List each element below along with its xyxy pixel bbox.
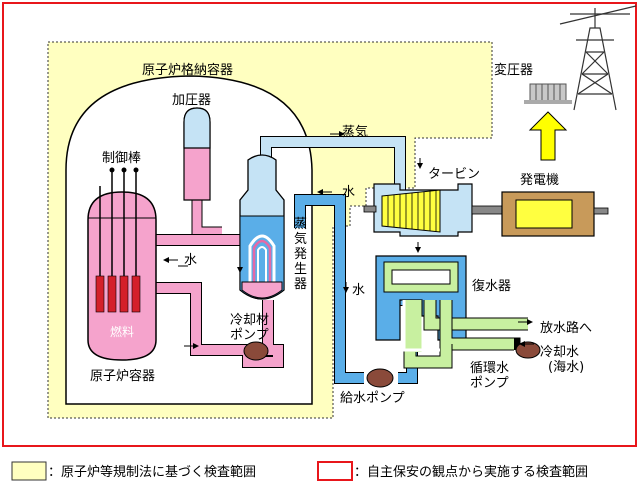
condenser-label: 復水器: [472, 278, 511, 294]
cooling-water-label-1: 冷却水: [540, 345, 579, 360]
reactor-vessel: [87, 167, 157, 361]
circulating-pump-label-2: ポンプ: [470, 376, 509, 391]
sg-char: 蒸: [294, 217, 307, 232]
containment-vessel-label: 原子炉格納容器: [142, 62, 233, 78]
control-rod-label: 制御棒: [102, 151, 141, 166]
power-up-arrow: [528, 111, 568, 161]
turbine: [363, 183, 503, 237]
pressurizer-label: 加圧器: [172, 93, 211, 108]
condenser: [375, 255, 528, 369]
legend: ：原子炉等規制法に基づく検査範囲 ：自主保安の観点から実施する検査範囲: [11, 461, 588, 481]
steam-generator-label: 蒸 気 発 生 器: [294, 217, 311, 292]
coolant-pump-label-1: 冷却材: [230, 313, 269, 328]
circulating-pump-label-1: 循環水: [470, 361, 509, 376]
legend-red-text: ：自主保安の観点から実施する検査範囲: [354, 464, 588, 480]
legend-yellow-text: ：原子炉等規制法に基づく検査範囲: [48, 464, 256, 480]
transformer-label: 変圧器: [494, 62, 533, 78]
cooling-water-label: 冷却水 (海水): [540, 345, 584, 375]
legend-yellow-swatch: [11, 461, 47, 481]
legend-red-swatch: [317, 461, 353, 481]
water-condenser-outlet-label: 水: [352, 283, 365, 298]
water-primary-label: 水: [184, 253, 197, 268]
circulating-pump-label: 循環水 ポンプ: [470, 361, 513, 391]
fuel-label: 燃料: [110, 324, 134, 339]
feedwater-pump-label: 給水ポンプ: [340, 391, 405, 406]
transmission-tower: [559, 5, 637, 111]
flow-arrows: [163, 131, 534, 349]
reactor-vessel-label: 原子炉容器: [90, 368, 155, 384]
voluntary-inspection-boundary: [2, 2, 637, 447]
steam-label: 蒸気: [342, 124, 368, 140]
cooling-water-label-2: (海水): [548, 360, 584, 375]
generator-label: 発電機: [520, 173, 559, 188]
sg-char: 発: [294, 247, 307, 262]
water-sg-inlet-label: 水: [342, 185, 355, 200]
feedwater-pump: [366, 368, 394, 388]
coolant-pump-label: 冷却材 ポンプ: [230, 313, 273, 343]
fuel-assemblies: [95, 275, 141, 313]
coolant-pump: [243, 341, 269, 361]
discharge-channel-label: 放水路へ: [540, 320, 592, 336]
sg-char: 器: [294, 277, 307, 292]
turbine-label: タービン: [428, 167, 480, 182]
pressurizer: [183, 107, 211, 201]
sg-char: 気: [294, 231, 307, 247]
generator: [501, 191, 609, 237]
coolant-pump-label-2: ポンプ: [230, 328, 269, 343]
sg-char: 生: [294, 262, 307, 277]
transformer: [524, 83, 572, 104]
steam-generator: [239, 154, 285, 300]
